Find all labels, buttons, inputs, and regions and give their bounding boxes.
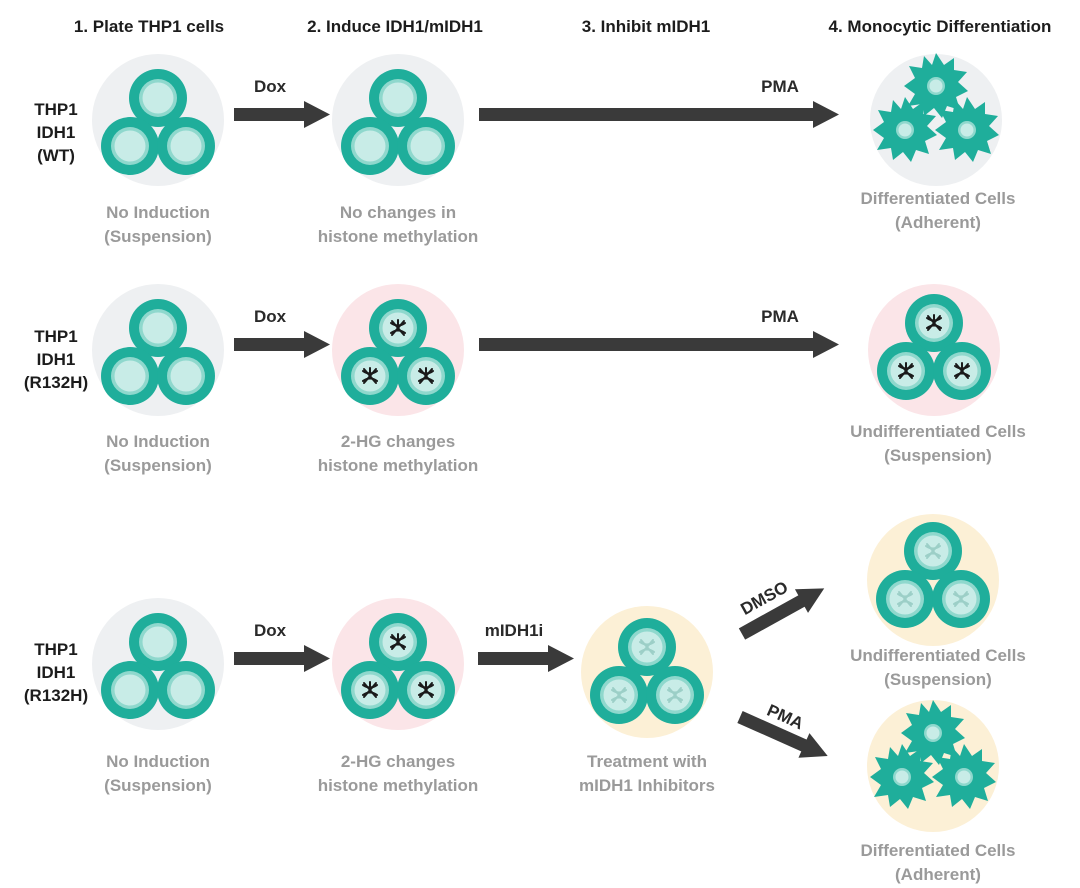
header-plate-cells: 1. Plate THP1 cells [74, 17, 224, 36]
svg-text:(WT): (WT) [37, 146, 75, 165]
label-dox: Dox [254, 307, 287, 326]
row-label-wt: THP1 IDH1 (WT) [34, 100, 77, 165]
row-label-r132h: THP1 IDH1 (R132H) [24, 327, 88, 392]
caption-no-induction: No Induction (Suspension) [104, 432, 212, 475]
svg-text:histone methylation: histone methylation [318, 456, 479, 475]
svg-text:Differentiated Cells: Differentiated Cells [861, 189, 1016, 208]
arrow-pma [479, 331, 839, 358]
svg-text:Undifferentiated Cells: Undifferentiated Cells [850, 422, 1026, 441]
svg-text:THP1: THP1 [34, 640, 77, 659]
arrow-dox [234, 645, 330, 672]
header-induce: 2. Induce IDH1/mIDH1 [307, 17, 483, 36]
label-dox: Dox [254, 621, 287, 640]
caption-2hg-methylation: 2-HG changes histone methylation [318, 432, 479, 475]
svg-text:(Adherent): (Adherent) [895, 213, 981, 232]
caption-no-induction: No Induction (Suspension) [104, 752, 212, 795]
caption-no-methylation-change: No changes in histone methylation [318, 203, 479, 246]
label-pma: PMA [761, 307, 799, 326]
svg-text:(Adherent): (Adherent) [895, 865, 981, 884]
svg-text:(Suspension): (Suspension) [884, 446, 992, 465]
svg-text:No Induction: No Induction [106, 752, 210, 771]
label-pma: PMA [761, 77, 799, 96]
svg-text:IDH1: IDH1 [37, 350, 76, 369]
row-r132h: THP1 IDH1 (R132H) No Induction (Suspensi… [24, 284, 1026, 475]
svg-text:(Suspension): (Suspension) [104, 227, 212, 246]
arrow-pma [737, 711, 828, 758]
arrow-dox [234, 331, 330, 358]
svg-text:histone methylation: histone methylation [318, 776, 479, 795]
header-differentiation: 4. Monocytic Differentiation [829, 17, 1052, 36]
row-wt: THP1 IDH1 (WT) No Induction (Suspension)… [34, 53, 1015, 246]
caption-dmso-undifferentiated: Undifferentiated Cells (Suspension) [850, 646, 1026, 689]
caption-inhibitor-treatment: Treatment with mIDH1 Inhibitors [579, 752, 715, 795]
caption-undifferentiated: Undifferentiated Cells (Suspension) [850, 422, 1026, 465]
svg-text:mIDH1 Inhibitors: mIDH1 Inhibitors [579, 776, 715, 795]
header-inhibit: 3. Inhibit mIDH1 [582, 17, 710, 36]
label-mIDH1i: mIDH1i [485, 621, 544, 640]
svg-text:Undifferentiated Cells: Undifferentiated Cells [850, 646, 1026, 665]
svg-text:No changes in: No changes in [340, 203, 456, 222]
svg-text:IDH1: IDH1 [37, 663, 76, 682]
arrow-inhibitor [478, 645, 574, 672]
arrow-dmso [738, 588, 825, 640]
svg-text:histone methylation: histone methylation [318, 227, 479, 246]
svg-text:THP1: THP1 [34, 327, 77, 346]
svg-text:(R132H): (R132H) [24, 373, 88, 392]
svg-text:IDH1: IDH1 [37, 123, 76, 142]
svg-text:2-HG changes: 2-HG changes [341, 752, 455, 771]
svg-text:Treatment with: Treatment with [587, 752, 707, 771]
arrow-pma [479, 101, 839, 128]
label-dox: Dox [254, 77, 287, 96]
svg-text:(R132H): (R132H) [24, 686, 88, 705]
svg-text:No Induction: No Induction [106, 432, 210, 451]
row-label-r132h: THP1 IDH1 (R132H) [24, 640, 88, 705]
svg-text:(Suspension): (Suspension) [104, 776, 212, 795]
caption-differentiated: Differentiated Cells (Adherent) [861, 189, 1016, 232]
svg-text:THP1: THP1 [34, 100, 77, 119]
svg-text:(Suspension): (Suspension) [104, 456, 212, 475]
row-r132h-inhibitor: THP1 IDH1 (R132H) No Induction (Suspensi… [24, 514, 1026, 884]
svg-text:Differentiated Cells: Differentiated Cells [861, 841, 1016, 860]
caption-no-induction: No Induction (Suspension) [104, 203, 212, 246]
caption-2hg-methylation: 2-HG changes histone methylation [318, 752, 479, 795]
arrow-dox [234, 101, 330, 128]
caption-pma-differentiated: Differentiated Cells (Adherent) [861, 841, 1016, 884]
svg-text:(Suspension): (Suspension) [884, 670, 992, 689]
svg-text:No Induction: No Induction [106, 203, 210, 222]
svg-text:2-HG changes: 2-HG changes [341, 432, 455, 451]
